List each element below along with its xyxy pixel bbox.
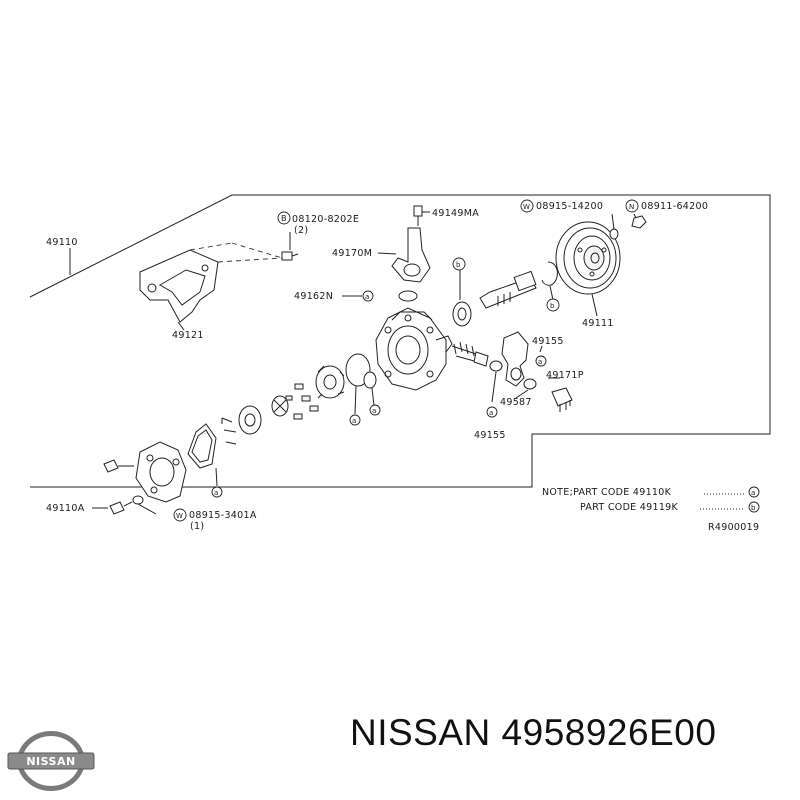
pump-shaft (479, 270, 537, 309)
note-mark-b-text: b (751, 504, 756, 512)
bolt-mark-B-text: B (281, 214, 287, 223)
marker-a-cam1 (349, 414, 361, 426)
label-08911-64200: 08911-64200 (641, 201, 708, 212)
label-08915-14200: 08915-14200 (536, 201, 603, 212)
note-mark-a-text: a (751, 489, 756, 497)
marker-b-seal (452, 257, 466, 271)
note-mark-a (748, 486, 760, 498)
label-49587: 49587 (500, 397, 532, 408)
label-08915-3401A-qty: (1) (190, 521, 204, 532)
marker-a-49155-top (535, 355, 547, 367)
note-line-2: PART CODE 49119K (580, 502, 679, 513)
marker-a-gasket-text: a (214, 489, 219, 497)
marker-a-cam1-text: a (352, 417, 357, 425)
pulley-49111 (555, 221, 621, 317)
snap-ring (541, 261, 558, 286)
nut-mark-N (625, 199, 639, 213)
label-08915-3401A: 08915-3401A (189, 510, 257, 521)
hose-fitting-49170M (391, 205, 431, 283)
nissan-logo: NISSAN (7, 730, 95, 792)
marker-a-49162N: a (365, 293, 370, 301)
label-49111: 49111 (582, 318, 614, 329)
pulley-nut-washer (609, 213, 647, 240)
nissan-logo-text: NISSAN (26, 755, 75, 768)
washer-mark-W-lower (173, 508, 187, 522)
label-08120-qty: (2) (294, 225, 308, 236)
bolt-08120-8202E (281, 232, 299, 261)
flow-control-valve (451, 341, 489, 367)
pump-body (375, 307, 453, 391)
label-49149MA: 49149MA (432, 208, 479, 219)
marker-a-49155-top-text: a (538, 358, 543, 366)
oil-seal (452, 270, 472, 327)
label-49171P: 49171P (546, 370, 584, 381)
nut-mark-N-text: N (629, 203, 635, 211)
marker-b-snapring-text: b (550, 302, 555, 310)
label-49121: 49121 (172, 330, 204, 341)
label-49110A: 49110A (46, 503, 85, 514)
o-ring-49155-top-ring (489, 360, 503, 372)
bolt-49110A (109, 495, 157, 515)
label-49170M: 49170M (332, 248, 372, 259)
part-title: NISSAN 4958926E00 (350, 712, 717, 753)
rotor-vane-set (221, 353, 377, 445)
rear-cover (103, 441, 187, 503)
note-mark-b (748, 501, 760, 513)
o-ring-49162N (398, 290, 418, 302)
label-08120-8202E: 08120-8202E (292, 214, 359, 225)
diagram-ref-code: R4900019 (708, 522, 759, 533)
washer-mark-W (520, 199, 534, 213)
label-49162N: 49162N (294, 291, 333, 302)
marker-a-cam2-text: a (372, 407, 377, 415)
gasket (187, 423, 217, 469)
label-49110: 49110 (46, 237, 78, 248)
marker-a-cam2 (369, 404, 381, 416)
note-line-1: NOTE;PART CODE 49110K (542, 487, 672, 498)
bolt-mark-B (277, 211, 291, 225)
label-49155-top: 49155 (532, 336, 564, 347)
washer-mark-W-text: W (523, 203, 530, 211)
bracket-49121 (139, 242, 283, 331)
washer-mark-W-lower-text: W (176, 512, 183, 520)
marker-a-49155-bottom (486, 406, 498, 418)
marker-b-seal-text: b (456, 261, 461, 269)
marker-a-49155-bottom-text: a (489, 409, 494, 417)
marker-a-gasket (211, 486, 223, 498)
label-49155-bottom: 49155 (474, 430, 506, 441)
marker-b-snapring (546, 298, 560, 312)
connector-49171P (501, 331, 573, 412)
assembly-boundary (29, 194, 771, 488)
